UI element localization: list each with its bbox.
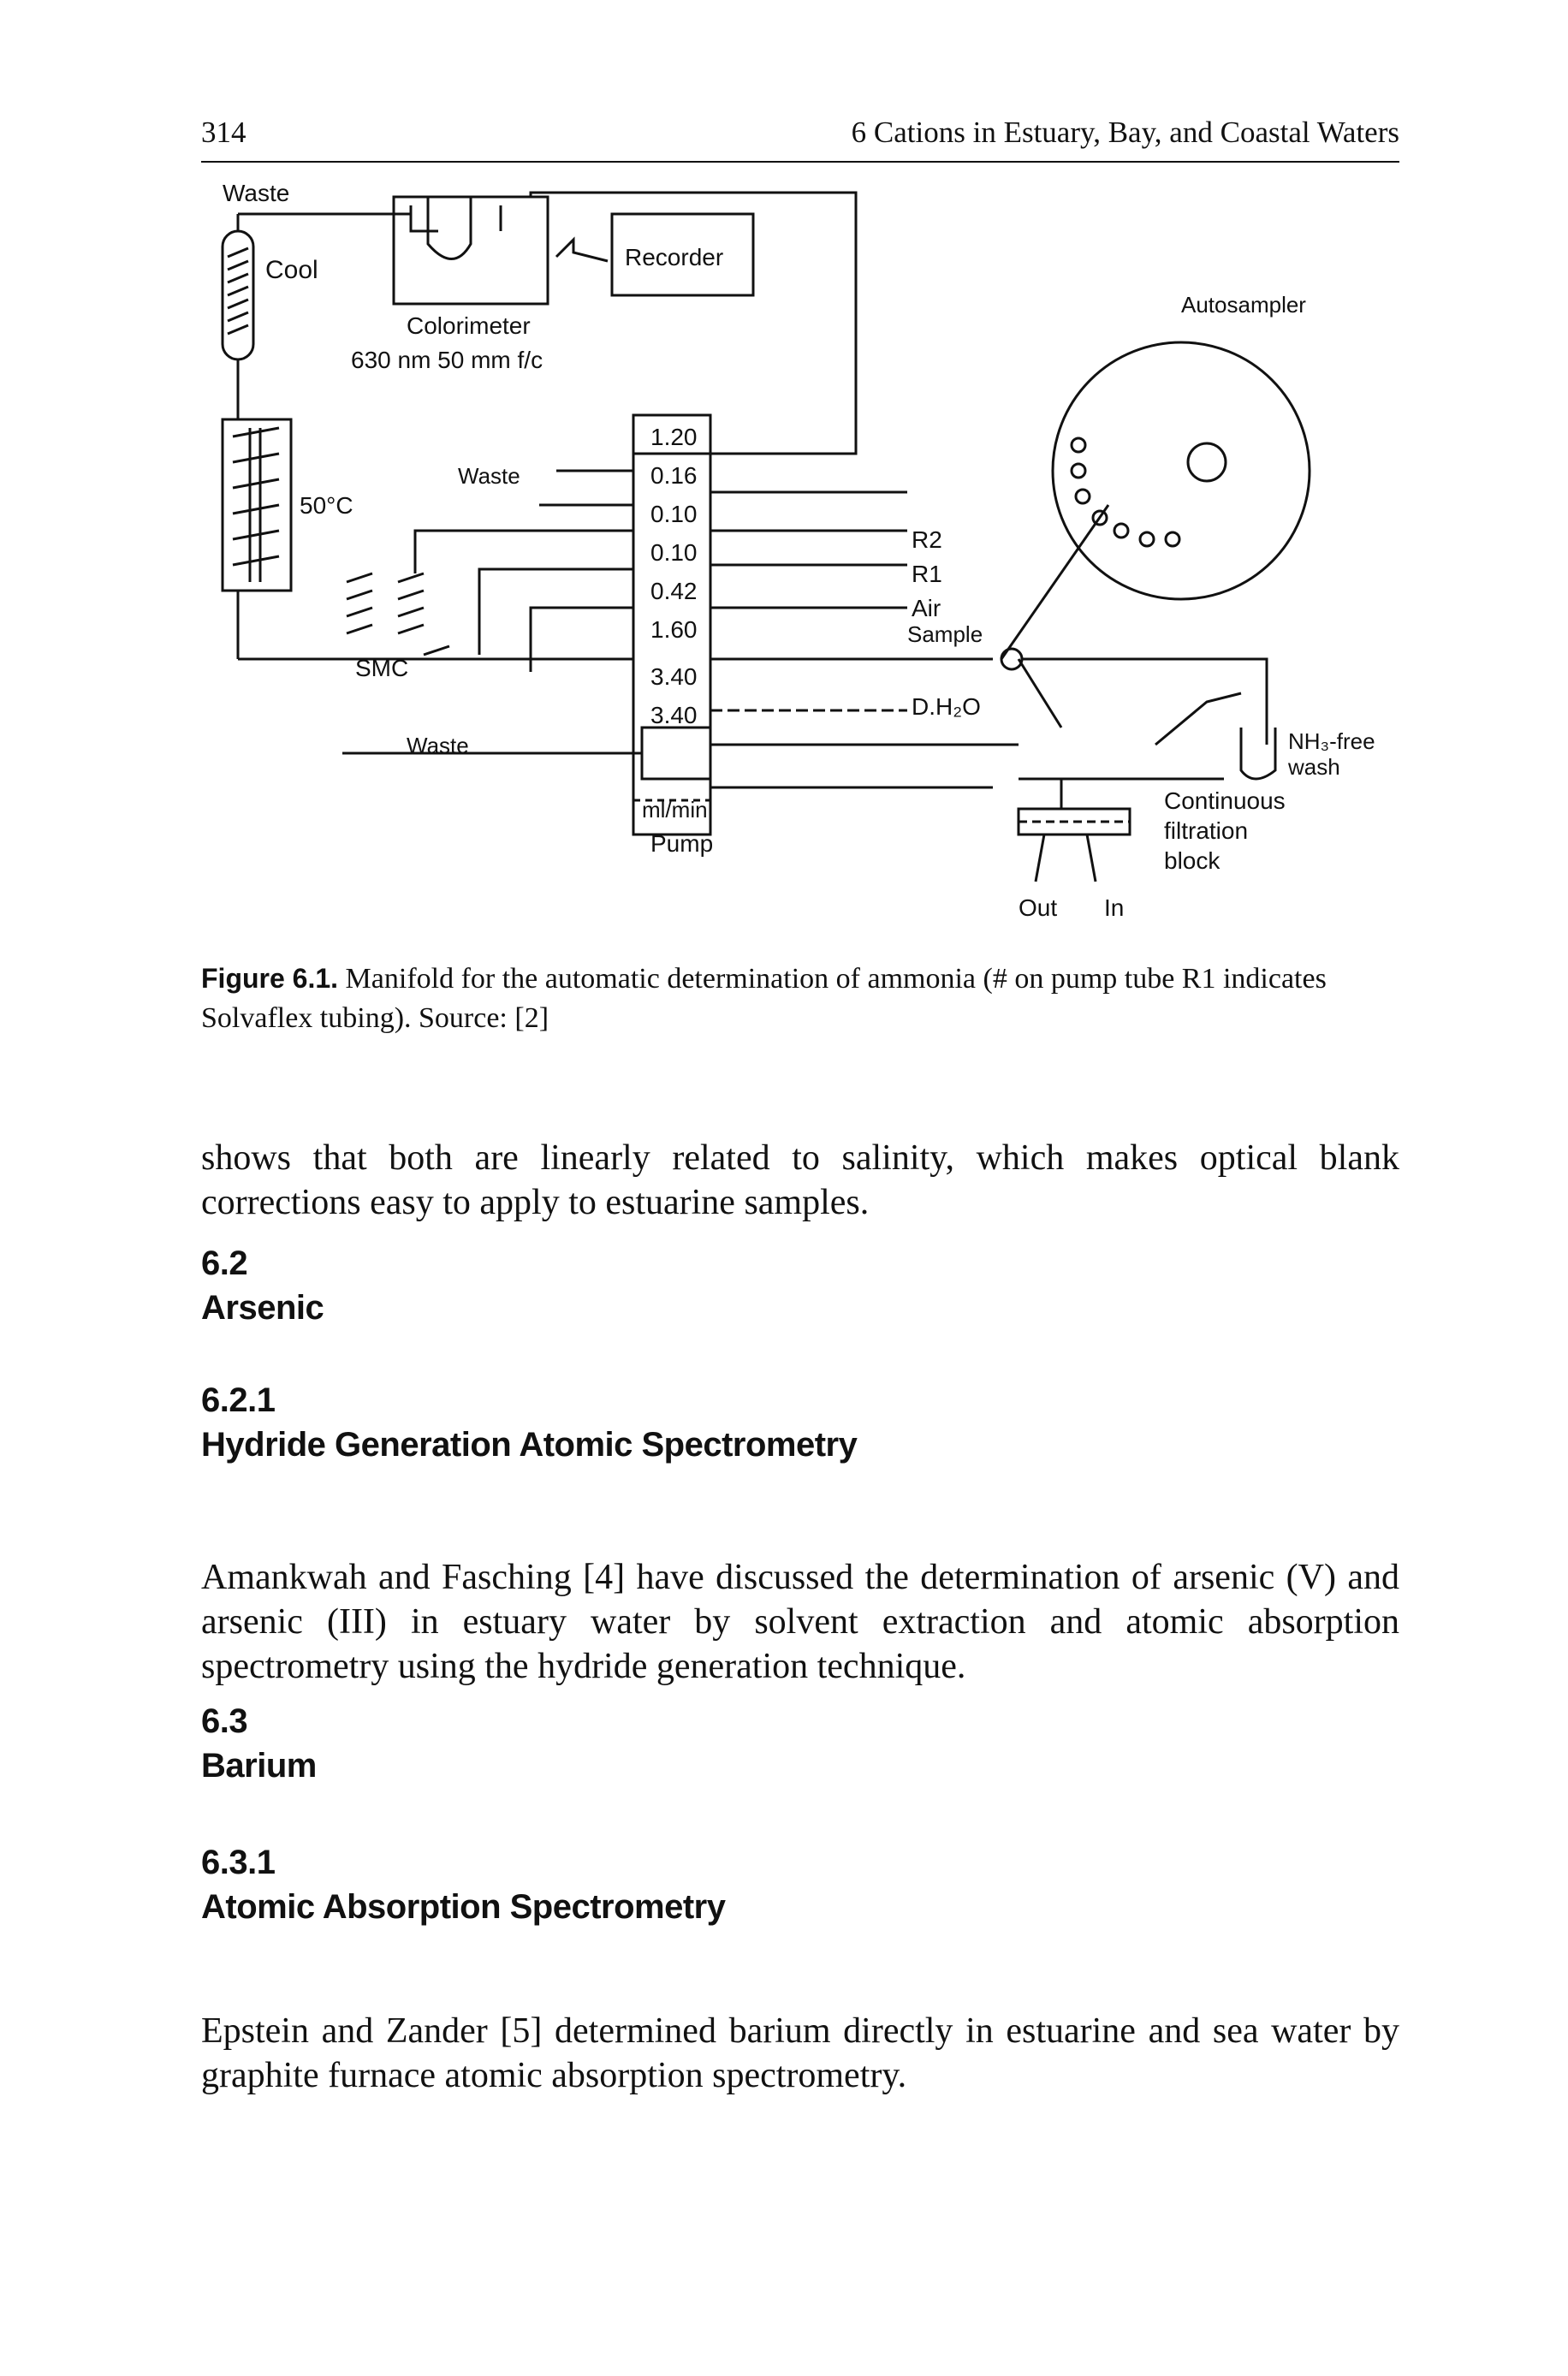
pump-rate: 0.16 [650,462,698,489]
label-r1: R1 [912,561,942,587]
label-recorder: Recorder [625,244,723,270]
label-r2: R2 [912,526,942,553]
label-temp: 50°C [300,492,353,519]
pump-rate: 3.40 [650,702,698,728]
label-dh2o: D.H₂O [912,693,981,720]
section-heading-6-3: 6.3 Barium [201,1699,317,1788]
label-colorimeter: Colorimeter [407,312,531,339]
label-nh3-free: NH₃-free [1288,728,1375,754]
peristaltic-pump [632,413,712,836]
section-number: 6.2 [201,1244,248,1282]
label-sample: Sample [907,621,983,647]
pump-rate: 1.60 [650,616,698,643]
recorder [610,212,755,297]
section-title: Barium [201,1747,317,1785]
label-waste-mid: Waste [458,463,520,489]
figure-caption: Figure 6.1. Manifold for the automatic d… [201,959,1399,1038]
label-pump: Pump [650,830,713,857]
manifold-diagram: Waste Recorder Cool Colorimeter 630 nm 5… [221,180,1375,921]
label-out: Out [1019,894,1057,921]
label-wash: wash [1287,754,1340,780]
label-block: block [1164,847,1221,874]
header-rule [201,161,1399,163]
figure-caption-text: Manifold for the automatic determination… [201,963,1327,1034]
cooling-coil [221,229,255,361]
label-continuous: Continuous [1164,787,1286,814]
label-colorimeter-spec: 630 nm 50 mm f/c [351,347,543,373]
section-number: 6.2.1 [201,1381,276,1419]
label-air: Air [912,595,941,621]
label-smc: SMC [355,655,408,681]
section-number: 6.3 [201,1702,248,1740]
body-paragraph: shows that both are linearly related to … [201,1138,1399,1222]
pump-rate: 0.10 [650,501,698,527]
section-heading-6-3-1: 6.3.1 Atomic Absorption Spectrometry [201,1840,726,1929]
section-heading-6-2-1: 6.2.1 Hydride Generation Atomic Spectrom… [201,1378,858,1467]
page-number: 314 [201,116,246,149]
section-title: Arsenic [201,1289,324,1327]
figure-caption-label: Figure 6.1. [201,963,339,994]
figure-manifold-diagram: Waste Recorder Cool Colorimeter 630 nm 5… [197,180,1404,950]
body-paragraph: Amankwah and Fasching [4] have discussed… [201,1558,1399,1686]
pump-rate: 1.20 [650,424,698,450]
label-in: In [1104,894,1124,921]
section-number: 6.3.1 [201,1844,276,1881]
running-head: 314 6 Cations in Estuary, Bay, and Coast… [201,116,1399,158]
pump-rate: 0.10 [650,539,698,566]
label-waste-bottom: Waste [407,733,469,758]
autosampler-wheel [1051,341,1311,601]
running-head-title: 6 Cations in Estuary, Bay, and Coastal W… [851,116,1399,149]
pump-rate: 0.42 [650,578,698,604]
label-pump-units: ml/min [642,797,708,823]
label-autosampler: Autosampler [1181,292,1306,318]
pump-rate: 3.40 [650,663,698,690]
section-heading-6-2: 6.2 Arsenic [201,1241,324,1330]
section-title: Hydride Generation Atomic Spectrometry [201,1426,858,1464]
label-cool: Cool [265,256,318,284]
label-waste-top: Waste [223,180,289,206]
body-paragraph: Epstein and Zander [5] determined barium… [201,2011,1399,2095]
section-title: Atomic Absorption Spectrometry [201,1888,726,1926]
label-filtration: filtration [1164,817,1248,844]
